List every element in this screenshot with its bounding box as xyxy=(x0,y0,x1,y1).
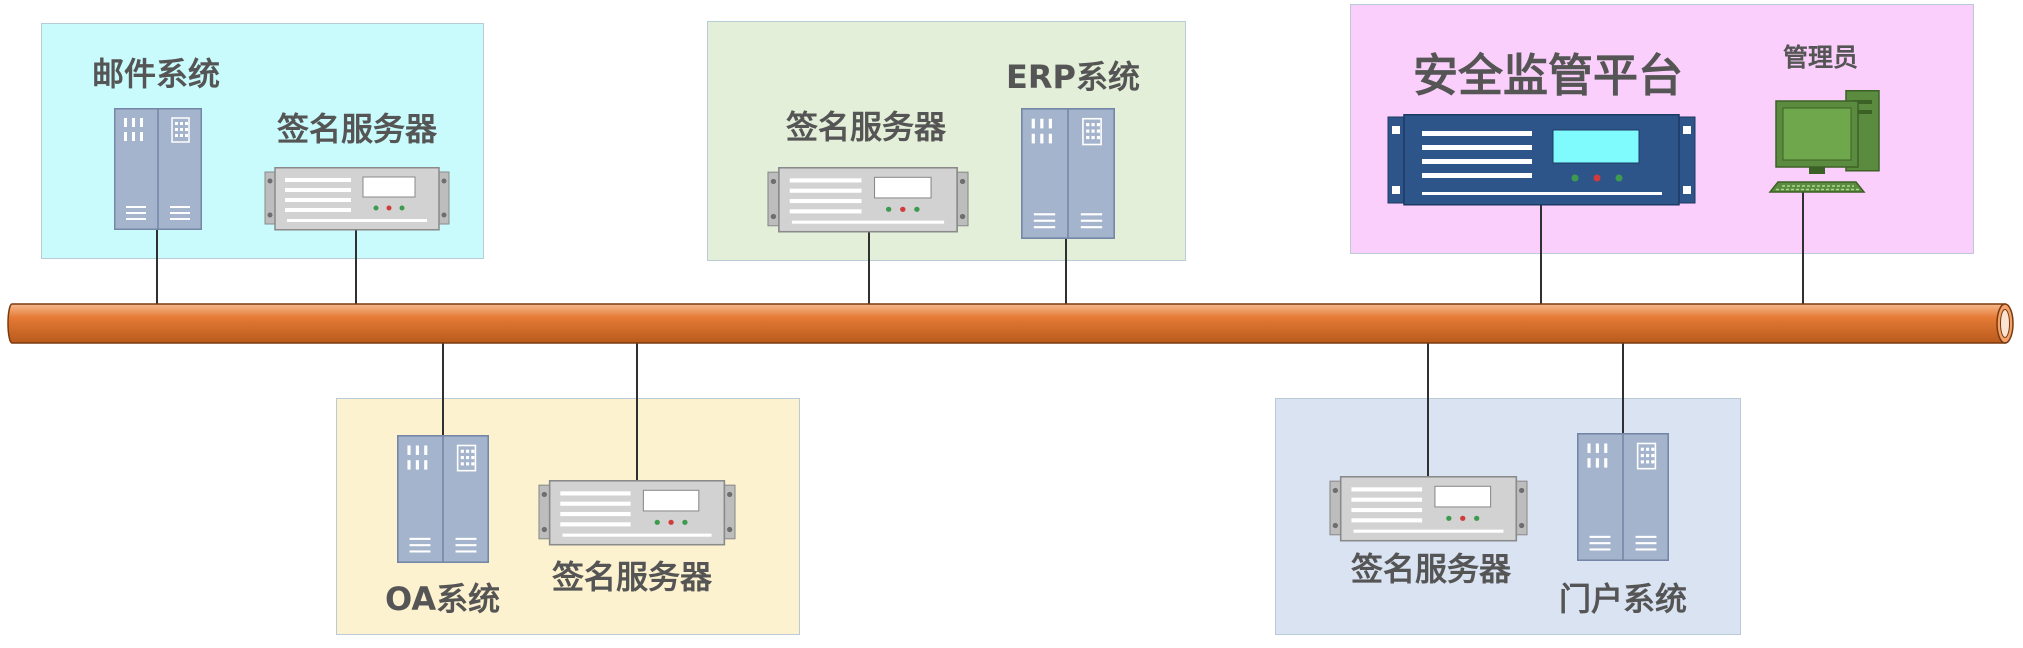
portal-system-label: 门户系统 xyxy=(1559,580,1688,618)
admin-pc-icon[interactable] xyxy=(1768,90,1880,194)
erp-signer-rack-server-icon[interactable] xyxy=(767,167,969,233)
admin-pc-connector xyxy=(1802,192,1804,304)
oa-tower-server-icon[interactable] xyxy=(397,435,489,563)
mail-signer-label: 签名服务器 xyxy=(277,110,438,148)
admin-label: 管理员 xyxy=(1783,43,1859,72)
oa-signer-connector xyxy=(636,340,638,480)
erp-signer-label: 签名服务器 xyxy=(786,108,947,146)
erp-tower-server-icon[interactable] xyxy=(1021,108,1115,239)
platform-server-connector xyxy=(1540,205,1542,304)
portal-signer-connector xyxy=(1427,340,1429,476)
portal-signer-rack-server-icon[interactable] xyxy=(1329,476,1528,542)
mail-signer-connector xyxy=(355,224,357,304)
mail-system-label: 邮件系统 xyxy=(92,55,221,93)
oa-system-connector xyxy=(442,340,444,442)
mail-signer-rack-server-icon[interactable] xyxy=(264,167,450,231)
mail-tower-server-icon[interactable] xyxy=(114,108,202,230)
portal-tower-server-icon[interactable] xyxy=(1577,433,1669,561)
erp-signer-connector xyxy=(868,228,870,304)
erp-system-connector xyxy=(1065,232,1067,304)
oa-signer-label: 签名服务器 xyxy=(552,558,713,596)
platform-server-icon[interactable] xyxy=(1387,114,1696,206)
portal-signer-label: 签名服务器 xyxy=(1351,550,1512,588)
oa-signer-rack-server-icon[interactable] xyxy=(538,480,736,546)
mail-system-connector xyxy=(156,224,158,304)
oa-system-label: OA系统 xyxy=(385,580,501,618)
erp-system-label: ERP系统 xyxy=(1006,58,1140,96)
portal-system-connector xyxy=(1622,340,1624,435)
platform-title: 安全监管平台 xyxy=(1413,49,1684,102)
